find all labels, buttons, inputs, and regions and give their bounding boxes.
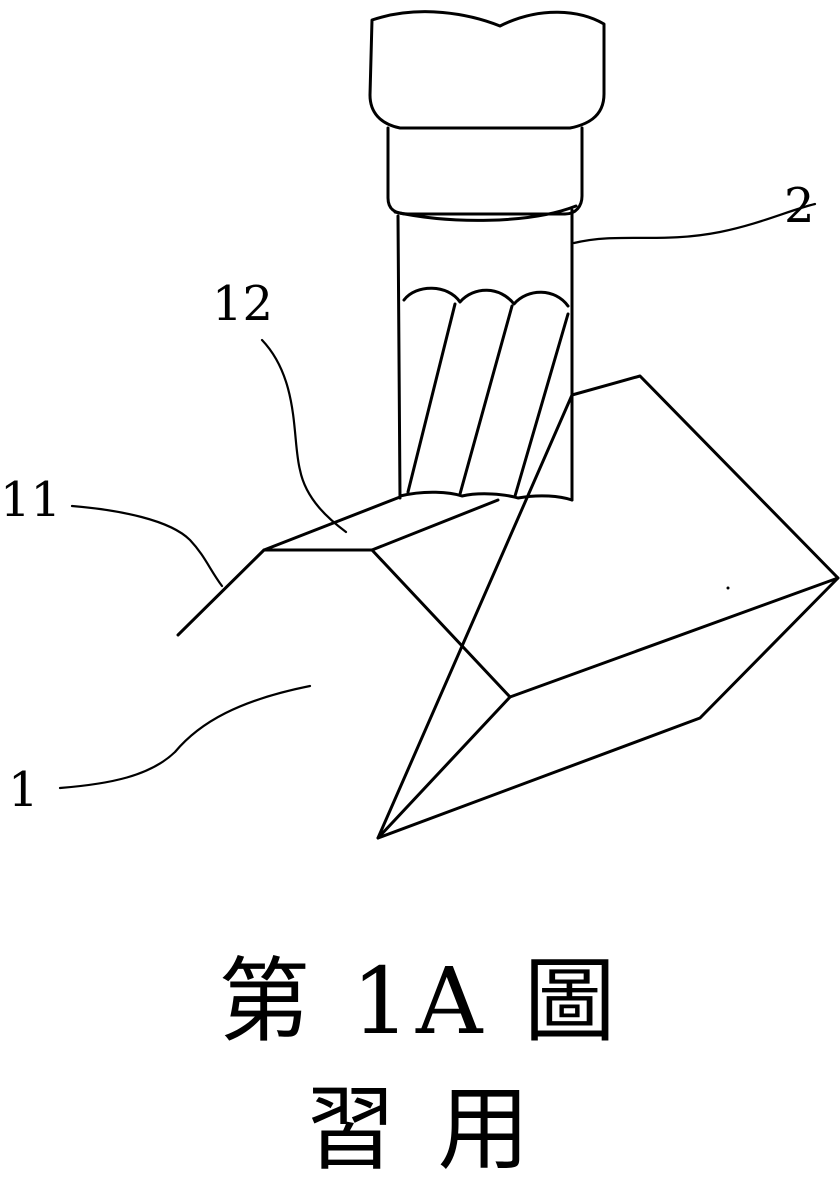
tool-neck-ring — [393, 204, 578, 222]
workpiece-lower-edge — [376, 695, 512, 840]
figure-caption-title: 第 1A 圖 — [218, 948, 622, 1055]
leader-11 — [70, 504, 224, 588]
workpiece-long-edge — [508, 576, 840, 699]
workpiece-front-ridge — [370, 548, 512, 699]
leader-1 — [58, 684, 312, 790]
leader-2 — [572, 202, 817, 245]
leader-12 — [260, 338, 348, 534]
workpiece-top-edge — [370, 498, 500, 552]
speck — [726, 586, 730, 590]
tool-flute-tops — [402, 286, 570, 308]
tool-flute-2 — [458, 304, 514, 496]
tool-flute-3 — [513, 312, 570, 498]
workpiece — [176, 374, 840, 840]
figure-caption-subtitle: 習 用 — [304, 1076, 536, 1183]
label-tool: 2 — [784, 178, 815, 234]
tool-neck — [386, 126, 584, 216]
label-workpiece: 1 — [8, 762, 39, 818]
label-face: 12 — [212, 276, 273, 332]
label-edge: 11 — [0, 472, 61, 528]
tool-head — [368, 10, 606, 130]
tool-tip — [398, 490, 574, 502]
workpiece-outline — [176, 374, 840, 840]
milling-tool — [368, 10, 606, 502]
tool-shank — [396, 214, 402, 500]
tool-flute-1 — [406, 302, 457, 494]
